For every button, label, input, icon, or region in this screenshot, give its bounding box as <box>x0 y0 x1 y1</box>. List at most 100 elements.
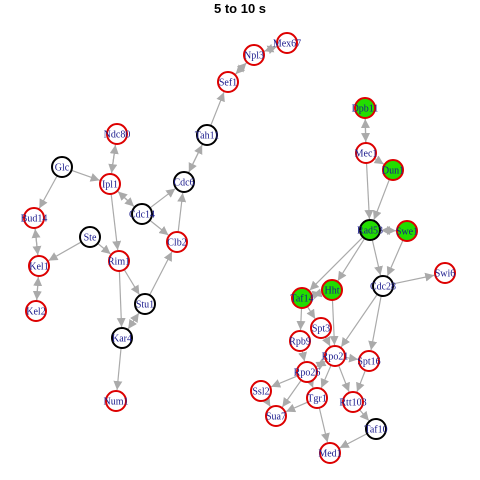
node-circle-sef1 <box>217 71 239 93</box>
node-circle-rad53 <box>359 219 381 241</box>
edge-rad53-to-hht <box>337 238 366 282</box>
node-label-sua7: Sua7 <box>266 412 286 423</box>
edge-rpb9-to-rpo26 <box>298 350 307 362</box>
edge-spt3-to-rpo21 <box>322 336 331 347</box>
node-label-tah11: Tah11 <box>195 131 219 142</box>
node-ste: Ste <box>79 226 101 248</box>
node-dpb11: Dpb11 <box>352 97 378 119</box>
node-label-num1: Num1 <box>104 397 129 408</box>
node-label-rpb9: Rpb9 <box>289 337 311 348</box>
node-circle-rpo21 <box>324 345 346 367</box>
node-ssl2: Ssl2 <box>250 380 272 402</box>
node-circle-ndc80 <box>106 123 128 145</box>
node-swi6: Swi6 <box>434 262 456 284</box>
node-cdc6: Cdc6 <box>173 171 195 193</box>
edge-mec1-to-rad53 <box>364 162 374 220</box>
edge-dun1-to-rad53 <box>372 179 390 220</box>
node-label-spt16: Spt16 <box>357 357 380 368</box>
node-hht: Hht <box>321 279 343 301</box>
edge-kar4-to-stu1 <box>127 312 140 331</box>
node-circle-kar4 <box>111 327 133 349</box>
edge-mec1-to-dun1 <box>373 155 385 165</box>
node-spt16: Spt16 <box>357 350 381 372</box>
node-taf10: Taf10 <box>364 418 388 440</box>
node-circle-swi6 <box>434 262 456 284</box>
node-label-npl3: Npl3 <box>244 51 264 62</box>
edge-rpo21-to-tgr1 <box>320 364 332 389</box>
graph-title: 5 to 10 s <box>214 1 266 16</box>
edge-hht-to-rpo21 <box>329 299 339 346</box>
node-circle-tah11 <box>196 124 218 146</box>
node-circle-rtt103 <box>342 391 364 413</box>
node-circle-ssl2 <box>250 380 272 402</box>
node-circle-mec1 <box>355 142 377 164</box>
edge-kar4-to-num1 <box>113 347 123 391</box>
node-circle-rim1 <box>108 250 130 272</box>
node-label-mec1: Mec1 <box>355 149 378 160</box>
edge-swe1-to-cdc28 <box>386 239 404 277</box>
edge-cdc28-to-rpo21 <box>340 293 378 348</box>
edge-rpo26-to-ssl2 <box>270 375 298 388</box>
node-circle-cdc28 <box>372 275 394 297</box>
node-swe1: Swe1 <box>396 220 418 242</box>
node-circle-dun1 <box>382 159 404 181</box>
node-kel1: Kel1 <box>28 255 50 277</box>
node-circle-bud14 <box>23 207 45 229</box>
node-sef1: Sef1 <box>217 71 239 93</box>
node-label-cdc6: Cdc6 <box>173 178 194 189</box>
node-label-swi6: Swi6 <box>435 269 456 280</box>
node-kel2: Kel2 <box>25 300 47 322</box>
node-tah11: Tah11 <box>195 124 219 146</box>
edge-cdc14-to-clb2 <box>149 219 169 236</box>
node-rpo21: Rpo21 <box>322 345 348 367</box>
edge-rpo26-to-tgr1 <box>305 377 315 388</box>
edge-ssl2-to-sua7 <box>261 396 271 407</box>
node-label-ssl2: Ssl2 <box>252 387 269 398</box>
edge-layer <box>31 43 435 449</box>
node-circle-med1 <box>319 442 341 464</box>
node-glc: Glc <box>51 156 73 178</box>
node-rpb9: Rpb9 <box>289 330 311 352</box>
node-circle-tgr1 <box>306 387 328 409</box>
node-rim1: Rim1 <box>108 250 130 272</box>
edge-rad53-to-taf14 <box>309 236 364 291</box>
node-label-glc: Glc <box>55 163 70 174</box>
node-rad53: Rad53 <box>357 219 383 241</box>
edge-kel2-to-kel1 <box>33 276 43 302</box>
node-label-cdc28: Cdc28 <box>370 282 396 293</box>
edge-stu1-to-clb2 <box>149 251 173 296</box>
edge-rpo21-to-rtt103 <box>338 365 350 392</box>
node-circle-spt3 <box>310 317 332 339</box>
node-label-sef1: Sef1 <box>219 78 237 89</box>
node-label-clb2: Clb2 <box>167 238 186 249</box>
node-npl3: Npl3 <box>243 44 265 66</box>
node-layer: Mex67Npl3Sef1Tah11Cdc6Ndc80GlcIpl1Cdc14B… <box>21 32 456 464</box>
edge-cdc28-to-spt16 <box>368 295 382 351</box>
edge-kel1-to-bud14 <box>31 228 41 257</box>
edge-mec1-to-dpb11 <box>360 118 370 144</box>
node-rpo26: Rpo26 <box>294 361 320 383</box>
node-label-dun1: Dun1 <box>382 166 404 177</box>
edge-rtt103-to-taf10 <box>359 409 370 422</box>
node-circle-clb2 <box>166 231 188 253</box>
edge-mex67-to-npl3 <box>264 43 278 53</box>
edge-cdc14-to-cdc6 <box>149 188 176 209</box>
node-circle-rpb9 <box>289 330 311 352</box>
node-num1: Num1 <box>104 390 129 412</box>
node-label-ste: Ste <box>84 233 97 244</box>
edge-clb2-to-cdc6 <box>177 192 187 233</box>
edge-cdc28-to-swi6 <box>392 272 435 285</box>
edge-npl3-to-sef1 <box>235 61 248 75</box>
node-circle-sua7 <box>265 405 287 427</box>
node-label-med1: Med1 <box>318 449 341 460</box>
node-rtt103: Rtt103 <box>339 391 367 413</box>
node-label-ndc80: Ndc80 <box>104 130 131 141</box>
node-circle-dpb11 <box>354 97 376 119</box>
node-circle-swe1 <box>396 220 418 242</box>
node-mex67: Mex67 <box>273 32 301 54</box>
node-label-rad53: Rad53 <box>357 226 383 237</box>
node-circle-cdc6 <box>173 171 195 193</box>
node-label-bud14: Bud14 <box>21 214 48 225</box>
edge-cdc14-to-ipl1 <box>117 191 136 208</box>
